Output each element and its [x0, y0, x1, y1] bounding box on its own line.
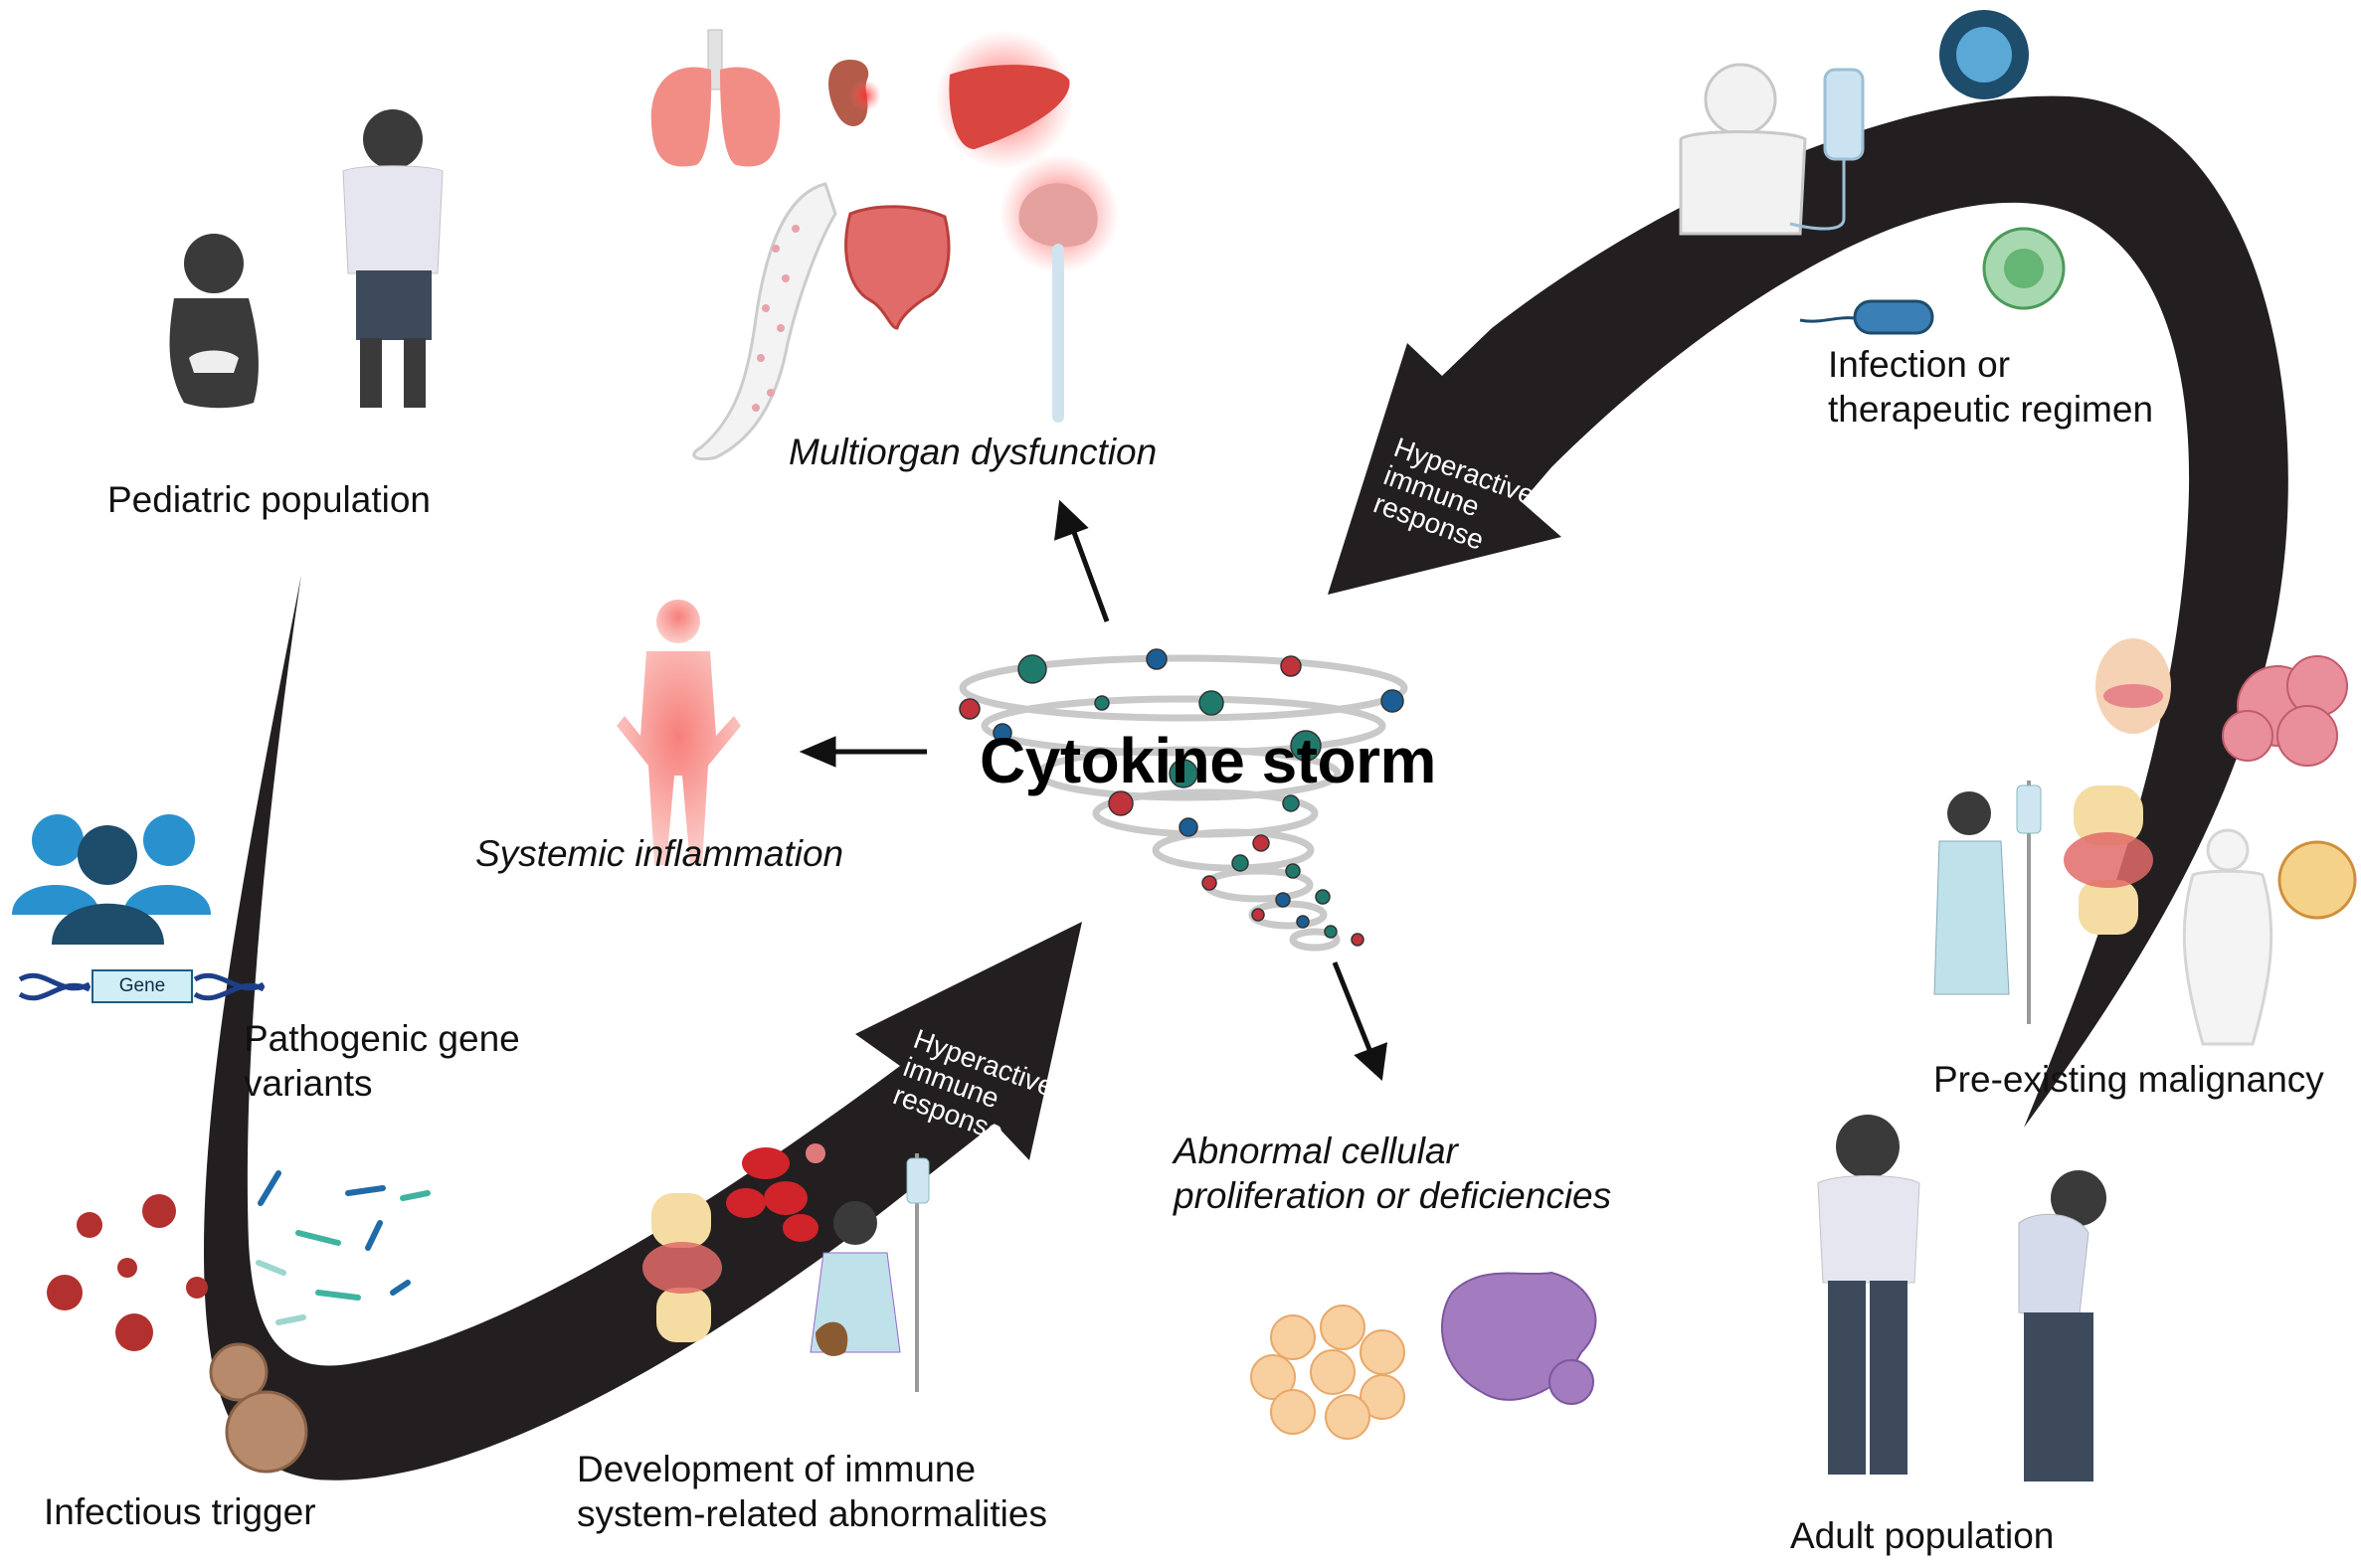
joint-icon [642, 1193, 722, 1342]
human-body-icon [617, 600, 741, 865]
bacterium-icon [1799, 299, 1934, 335]
baby-icon [169, 234, 259, 409]
tumor-icon [2222, 655, 2348, 767]
iv-patient-adult-icon [1933, 781, 2042, 1024]
brain-icon [999, 154, 1119, 423]
bacteria-icon [256, 1170, 431, 1325]
infection-line-1: Infection or [1828, 344, 2011, 385]
cytokine-particles [959, 648, 1404, 947]
arrow-to-multiorgan [1054, 499, 1110, 622]
virus-icon [47, 1194, 208, 1351]
obese-body-icon [2182, 828, 2273, 1046]
cell-icon [209, 1342, 308, 1474]
upper-swoosh-arrow [1328, 95, 2288, 1128]
gene-variants-line-1: Pathogenic gene [244, 1018, 520, 1059]
lower-swoosh-arrow [204, 575, 1082, 1481]
elderly-man-icon [2018, 1170, 2106, 1481]
tornado-icon [959, 654, 1408, 952]
joint-icon [2064, 785, 2153, 935]
development-line-1: Development of immune [577, 1449, 977, 1489]
multiorgan-dysfunction-label: Multiorgan dysfunction [789, 432, 1158, 472]
coronavirus-icon [1939, 10, 2029, 99]
abnormal-cellular-label: Abnormal cellular proliferation or defic… [1174, 1129, 1611, 1218]
abnormal-line-2: proliferation or deficiencies [1174, 1175, 1612, 1216]
development-line-2: system-related abnormalities [577, 1493, 1047, 1534]
immune-cell-icon [1982, 227, 2066, 310]
head-icon [2095, 638, 2171, 734]
intestine-icon [844, 205, 951, 330]
family-dna-icon [12, 814, 211, 945]
arrow-to-abnormal [1332, 961, 1388, 1082]
adult-man-icon [1817, 1115, 1920, 1475]
gene-label: Gene [91, 969, 193, 1003]
diagram-title: Cytokine storm [980, 725, 1436, 796]
kidney-icon [828, 60, 881, 126]
pre-existing-malignancy-label: Pre-existing malignancy [1933, 1059, 2324, 1100]
patient-torso-icon [1679, 63, 1807, 236]
pediatric-population-label: Pediatric population [107, 479, 431, 520]
arm-rash-icon [692, 182, 837, 461]
red-blood-cells-icon [726, 1143, 825, 1242]
abnormal-line-1: Abnormal cellular [1174, 1131, 1458, 1171]
iv-bag-icon [1789, 68, 1865, 231]
cells-icon [1250, 1271, 1597, 1440]
pathogenic-gene-variants-label: Pathogenic gene variants [244, 1016, 520, 1106]
adult-population-label: Adult population [1790, 1515, 2055, 1556]
gene-variants-line-2: variants [244, 1063, 373, 1104]
infection-line-2: therapeutic regimen [1828, 389, 2154, 430]
infectious-trigger-label: Infectious trigger [44, 1491, 316, 1532]
systemic-inflammation-label: Systemic inflammation [475, 833, 844, 874]
liver-icon [935, 30, 1074, 169]
arrow-to-systemic [799, 736, 927, 768]
dna-strand-icon [18, 972, 266, 1001]
iv-patient-icon [810, 1153, 930, 1392]
child-icon [342, 109, 444, 408]
infection-regimen-label: Infection or therapeutic regimen [1828, 342, 2153, 432]
development-abnormalities-label: Development of immune system-related abn… [577, 1447, 1047, 1536]
lungs-icon [650, 29, 781, 167]
tumor-cells-icon [2277, 840, 2357, 920]
